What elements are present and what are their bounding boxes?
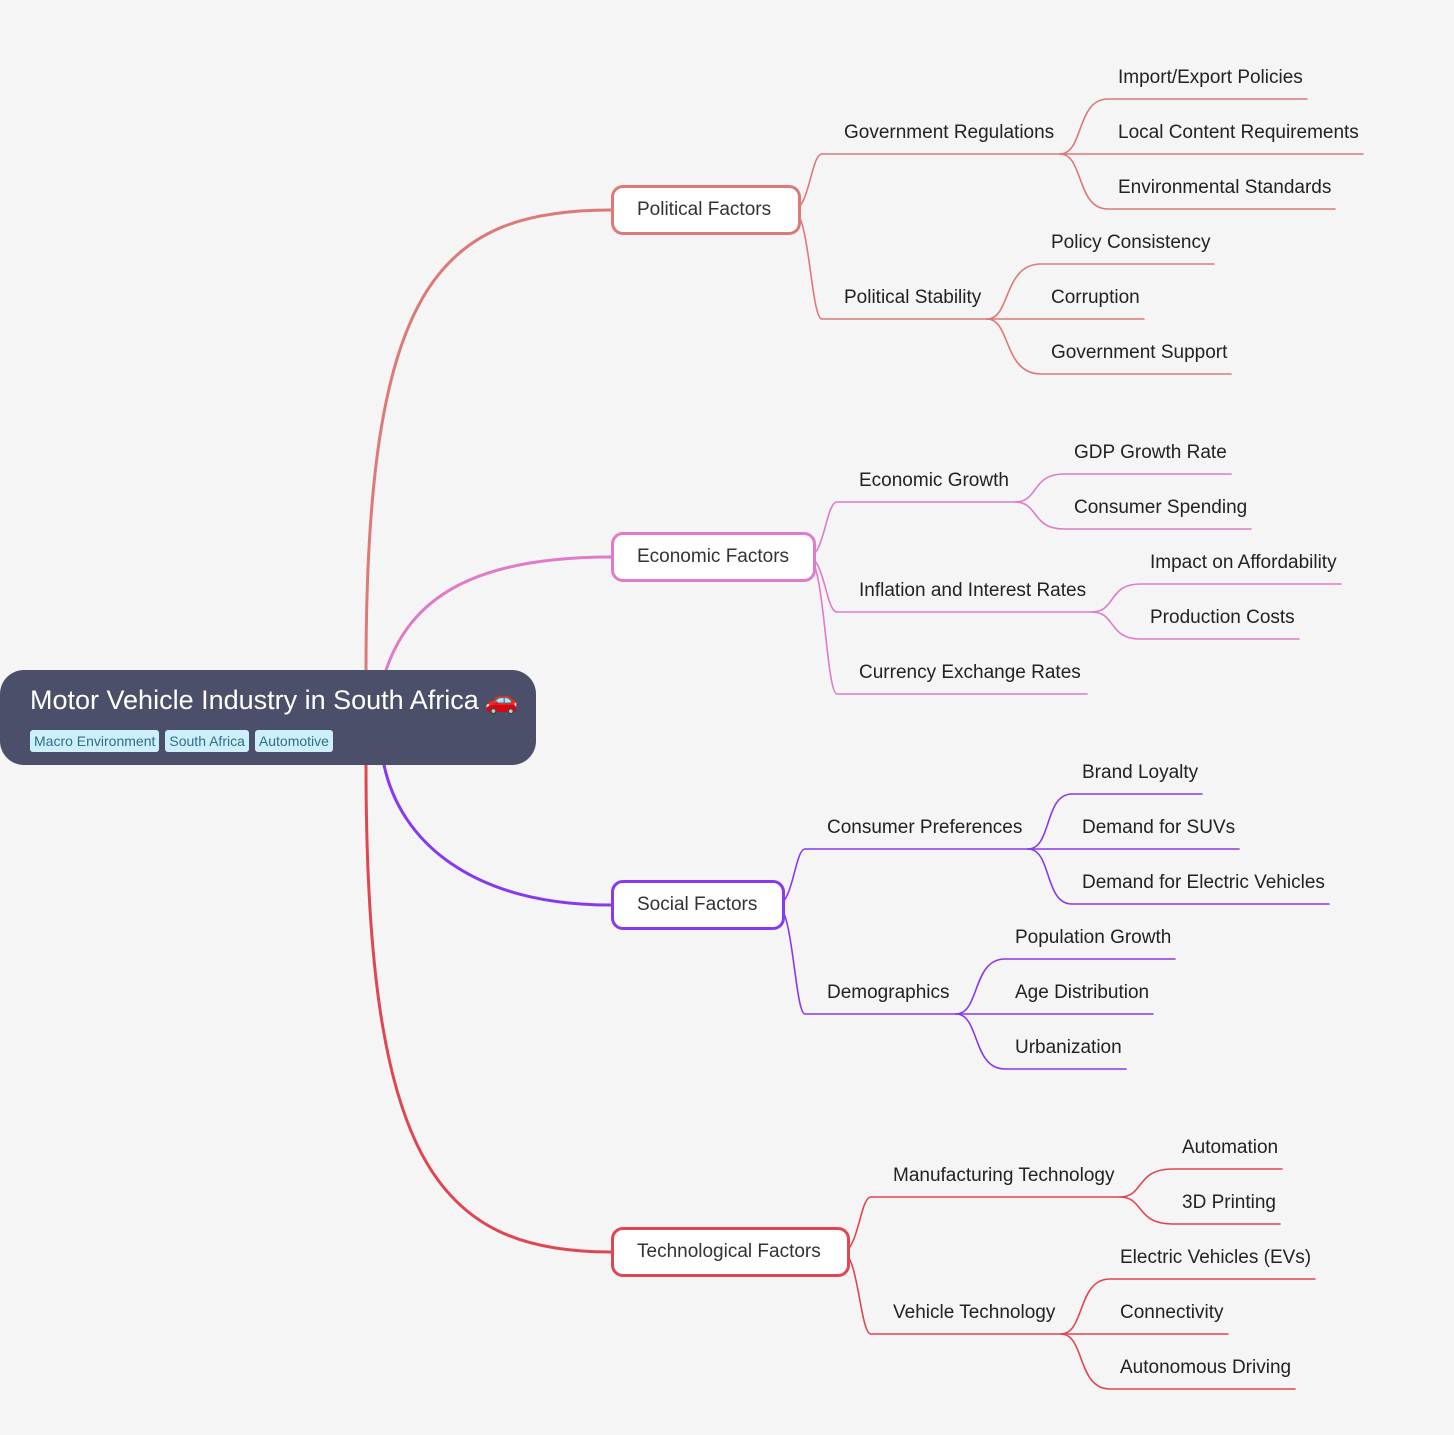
leaf-connector-1-0-1 (1014, 501, 1252, 530)
branch-technological-factors[interactable]: Technological Factors (611, 1227, 850, 1277)
branch-connector-1 (384, 555, 613, 672)
topic-political-stability[interactable]: Political Stability (844, 287, 982, 308)
leaf-connector-3-1-2 (1060, 1333, 1296, 1390)
car-icon: 🚗 (484, 685, 519, 715)
leaf-gdp-growth-rate[interactable]: GDP Growth Rate (1074, 442, 1227, 463)
leaf-electric-vehicles-evs[interactable]: Electric Vehicles (EVs) (1120, 1247, 1312, 1268)
root-tags: Macro Environment South Africa Automotiv… (30, 730, 333, 752)
leaf-impact-on-affordability[interactable]: Impact on Affordability (1150, 552, 1337, 573)
root-title: Motor Vehicle Industry in South Africa🚗 (30, 685, 519, 715)
topic-manufacturing-technology[interactable]: Manufacturing Technology (893, 1165, 1115, 1186)
tag-south-africa[interactable]: South Africa (165, 730, 249, 752)
leaf-demand-for-electric-vehicles[interactable]: Demand for Electric Vehicles (1082, 872, 1325, 893)
leaf-connector-0-1-0 (986, 263, 1215, 320)
leaf-demand-for-suvs[interactable]: Demand for SUVs (1082, 817, 1236, 838)
branch-social-factors[interactable]: Social Factors (611, 880, 785, 930)
leaf-3d-printing[interactable]: 3D Printing (1182, 1192, 1276, 1213)
leaf-consumer-spending[interactable]: Consumer Spending (1074, 497, 1248, 518)
topic-connector-3-0 (841, 1196, 1121, 1253)
leaf-government-support[interactable]: Government Support (1051, 342, 1228, 363)
leaf-urbanization[interactable]: Urbanization (1015, 1037, 1122, 1058)
leaf-connector-0-0-0 (1059, 98, 1308, 155)
topic-inflation-and-interest-rates[interactable]: Inflation and Interest Rates (859, 580, 1087, 601)
tag-macro-environment[interactable]: Macro Environment (30, 730, 160, 752)
leaf-connector-0-0-2 (1059, 153, 1336, 210)
leaf-autonomous-driving[interactable]: Autonomous Driving (1120, 1357, 1292, 1378)
leaf-import-export-policies[interactable]: Import/Export Policies (1118, 67, 1303, 88)
branch-political-factors[interactable]: Political Factors (611, 185, 801, 235)
topic-demographics[interactable]: Demographics (827, 982, 950, 1003)
branch-connector-3 (364, 763, 613, 1254)
topic-consumer-preferences[interactable]: Consumer Preferences (827, 817, 1023, 838)
branch-economic-factors[interactable]: Economic Factors (611, 532, 816, 582)
leaf-production-costs[interactable]: Production Costs (1150, 607, 1295, 628)
topic-connector-1-0 (807, 501, 1016, 558)
leaf-connector-2-0-0 (1027, 793, 1203, 850)
topic-government-regulations[interactable]: Government Regulations (844, 122, 1055, 143)
leaf-local-content-requirements[interactable]: Local Content Requirements (1118, 122, 1359, 143)
leaf-connector-2-0-2 (1027, 848, 1330, 905)
leaf-environmental-standards[interactable]: Environmental Standards (1118, 177, 1332, 198)
topic-connector-0-0 (792, 153, 1061, 211)
leaf-policy-consistency[interactable]: Policy Consistency (1051, 232, 1211, 253)
leaf-connector-1-0-0 (1014, 473, 1232, 503)
leaf-connectivity[interactable]: Connectivity (1120, 1302, 1224, 1323)
leaf-connector-3-0-0 (1119, 1168, 1283, 1198)
topic-connector-2-0 (776, 848, 1029, 906)
topic-vehicle-technology[interactable]: Vehicle Technology (893, 1302, 1056, 1323)
leaf-connector-1-1-0 (1091, 583, 1342, 613)
leaf-connector-0-1-2 (986, 318, 1232, 375)
branch-connector-0 (364, 208, 613, 672)
tag-automotive[interactable]: Automotive (254, 730, 333, 752)
leaf-population-growth[interactable]: Population Growth (1015, 927, 1172, 948)
leaf-brand-loyalty[interactable]: Brand Loyalty (1082, 762, 1199, 783)
leaf-connector-1-1-1 (1091, 611, 1300, 640)
leaf-connector-2-1-2 (955, 1013, 1127, 1070)
leaf-corruption[interactable]: Corruption (1051, 287, 1140, 308)
branch-connector-2 (382, 763, 613, 907)
topic-economic-growth[interactable]: Economic Growth (859, 470, 1009, 491)
leaf-age-distribution[interactable]: Age Distribution (1015, 982, 1150, 1003)
leaf-automation[interactable]: Automation (1182, 1137, 1279, 1158)
root-node[interactable]: Motor Vehicle Industry in South Africa🚗 … (0, 670, 536, 765)
leaf-connector-3-0-1 (1119, 1196, 1281, 1225)
topic-currency-exchange-rates[interactable]: Currency Exchange Rates (859, 662, 1081, 683)
leaf-connector-2-1-0 (955, 958, 1176, 1015)
leaf-connector-3-1-0 (1060, 1278, 1316, 1335)
